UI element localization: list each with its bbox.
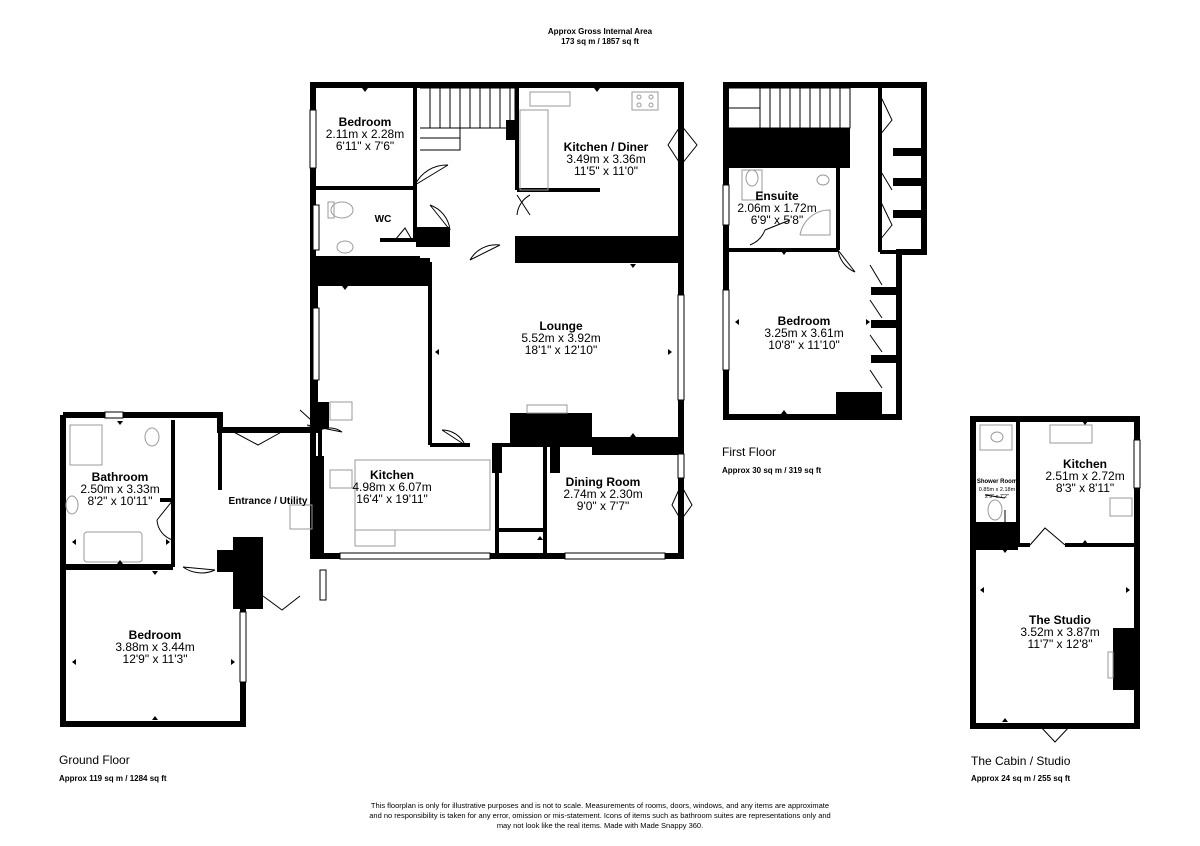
dining-room-imperial: 9'0" x 7'7": [577, 499, 629, 513]
dining-room-metric: 2.74m x 2.30m: [563, 487, 642, 501]
bedroom-first-name: Bedroom: [778, 314, 831, 328]
fixtures: [65, 91, 1133, 679]
ensuite-imperial: 6'9" x 5'8": [751, 213, 803, 227]
bathroom-imperial: 8'2" x 10'11": [88, 494, 153, 508]
cabin-area: Approx 24 sq m / 255 sq ft: [971, 774, 1071, 783]
gross-area-title: Approx Gross Internal Area: [547, 27, 653, 36]
wc-name: WC: [375, 214, 392, 225]
cabin-kitchen-name: Kitchen: [1063, 457, 1107, 471]
disclaimer-line-2: and no responsibility is taken for any e…: [369, 811, 831, 820]
lounge-name: Lounge: [539, 319, 583, 333]
shower-room-metric: 0.85m x 2.18m: [979, 487, 1016, 493]
shower-room-name: Shower Room: [977, 479, 1017, 485]
ground-floor-main-wall: [310, 82, 684, 559]
doors: [156, 94, 1071, 743]
windows: [104, 109, 1141, 683]
bedroom-small-imperial: 6'11" x 7'6": [336, 139, 394, 153]
ensuite-metric: 2.06m x 1.72m: [737, 201, 816, 215]
measure-arrows: [72, 88, 1130, 722]
exterior-walls: [60, 82, 1140, 729]
bathroom-metric: 2.50m x 3.33m: [80, 482, 159, 496]
kitchen-metric: 4.98m x 6.07m: [352, 480, 431, 494]
studio-name: The Studio: [1029, 613, 1091, 627]
bedroom-small-metric: 2.11m x 2.28m: [326, 127, 404, 141]
bedroom-first-metric: 3.25m x 3.61m: [764, 326, 843, 340]
cabin-wall: [970, 416, 1140, 729]
kitchen-diner-name: Kitchen / Diner: [564, 140, 649, 154]
dining-room-name: Dining Room: [566, 475, 641, 489]
bathroom-name: Bathroom: [92, 470, 149, 484]
bedroom-small-name: Bedroom: [339, 115, 392, 129]
ground-floor-area: Approx 119 sq m / 1284 sq ft: [59, 774, 167, 783]
room-labels: Bedroom 2.11m x 2.28m 6'11" x 7'6" Kitch…: [80, 115, 1124, 666]
lounge-imperial: 18'1" x 12'10": [525, 343, 598, 357]
first-floor-label: First Floor: [722, 445, 776, 459]
bedroom-first-imperial: 10'8" x 11'10": [768, 338, 840, 352]
disclaimer-line-1: This floorplan is only for illustrative …: [370, 801, 830, 810]
kitchen-diner-metric: 3.49m x 3.36m: [566, 152, 645, 166]
cabin-kitchen-metric: 2.51m x 2.72m: [1045, 469, 1124, 483]
solid-blocks: [217, 120, 1137, 690]
studio-imperial: 11'7" x 12'8": [1028, 637, 1093, 651]
lounge-metric: 5.52m x 3.92m: [521, 331, 600, 345]
bedroom-ground-imperial: 12'9" x 11'3": [123, 652, 188, 666]
ground-floor-label: Ground Floor: [59, 753, 130, 767]
bedroom-ground-name: Bedroom: [129, 628, 182, 642]
ensuite-name: Ensuite: [755, 189, 799, 203]
shower-room-imperial: 2'9" x 7'2": [985, 494, 1009, 500]
entrance-name: Entrance / Utility: [229, 496, 308, 507]
disclaimer: This floorplan is only for illustrative …: [300, 801, 900, 831]
stairs: [420, 87, 851, 151]
kitchen-name: Kitchen: [370, 468, 414, 482]
bedroom-ground-metric: 3.88m x 3.44m: [115, 640, 194, 654]
cabin-kitchen-imperial: 8'3" x 8'11": [1056, 481, 1114, 495]
gross-area-total: 173 sq m / 1857 sq ft: [561, 37, 639, 46]
kitchen-imperial: 16'4" x 19'11": [356, 492, 428, 506]
cabin-label: The Cabin / Studio: [971, 754, 1071, 768]
kitchen-diner-imperial: 11'5" x 11'0": [574, 164, 638, 178]
studio-metric: 3.52m x 3.87m: [1020, 625, 1099, 639]
first-floor-area: Approx 30 sq m / 319 sq ft: [722, 466, 822, 475]
disclaimer-line-3: may not look like the real items. Made w…: [496, 821, 704, 830]
